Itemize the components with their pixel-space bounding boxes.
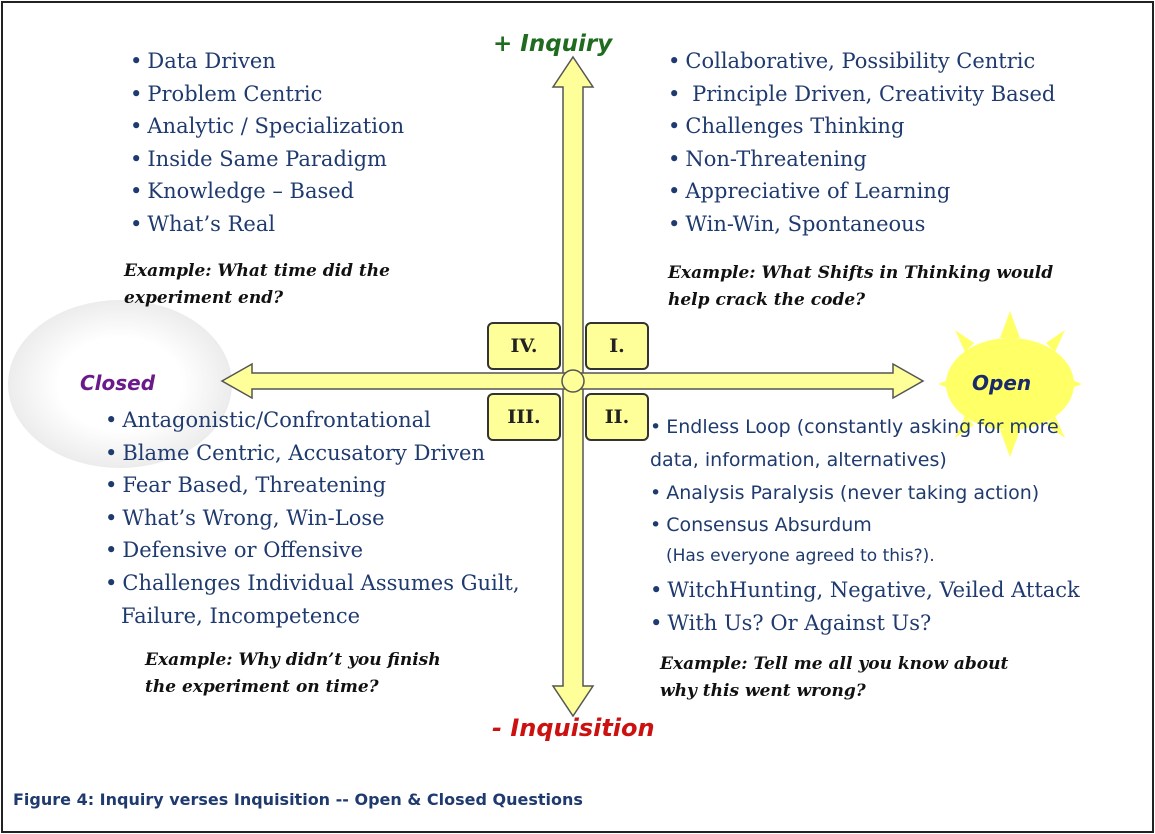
list-item: •Endless Loop (constantly asking for mor… [650, 416, 1059, 438]
quadrant-one-box: I. [585, 322, 649, 370]
list-item: •Fear Based, Threatening [105, 473, 387, 498]
open-label: Open [972, 371, 1032, 395]
list-item: •Problem Centric [130, 81, 323, 106]
bullet-icon: • [130, 179, 143, 204]
bullet-icon: • [668, 211, 681, 236]
open-sun-shape [946, 338, 1074, 430]
bullet-icon: • [650, 481, 662, 504]
bottom-left-example-line1: Example: Why didn’t you finish [145, 650, 441, 670]
top-left-example-line2: experiment end? [124, 288, 284, 308]
inquisition-open-list-extra: •WitchHunting, Negative, Veiled Attack •… [650, 574, 1080, 639]
inquisition-open-list: •Endless Loop (constantly asking for mor… [650, 411, 1059, 570]
list-item: •Consensus Absurdum [650, 514, 872, 537]
axis-center-circle [561, 369, 585, 393]
list-item: •What’s Real [130, 211, 276, 236]
bullet-icon: • [650, 416, 662, 438]
list-item: •Data Driven [130, 49, 276, 73]
list-item: •Challenges Individual Assumes Guilt, [105, 570, 520, 595]
bullet-icon: • [105, 408, 118, 432]
bullet-icon: • [668, 81, 681, 106]
bullet-icon: • [105, 473, 118, 498]
list-item: •Analytic / Specialization [130, 114, 405, 139]
list-item-continuation: Failure, Incompetence [121, 603, 361, 628]
bullet-icon: • [105, 505, 118, 530]
bullet-icon: • [130, 49, 143, 73]
top-right-example-line2: help crack the code? [668, 290, 866, 310]
inquisition-axis-title: - Inquisition [492, 714, 655, 742]
bullet-icon: • [130, 114, 143, 139]
bullet-icon: • [650, 514, 662, 537]
inquisition-closed-list: •Antagonistic/Confrontational •Blame Cen… [105, 404, 520, 632]
list-item: •Appreciative of Learning [668, 179, 951, 204]
bottom-right-example-line2: why this went wrong? [660, 681, 866, 701]
list-item: •Defensive or Offensive [105, 538, 364, 563]
bullet-icon: • [105, 570, 118, 595]
list-item-continuation: (Has everyone agreed to this?). [666, 546, 935, 567]
list-item: •What’s Wrong, Win-Lose [105, 505, 385, 530]
list-item: •Knowledge – Based [130, 179, 355, 204]
figure-caption: Figure 4: Inquiry verses Inquisition -- … [13, 790, 583, 809]
list-item: • Principle Driven, Creativity Based [668, 81, 1056, 106]
list-item: •With Us? Or Against Us? [650, 610, 932, 635]
list-item-continuation: data, information, alternatives) [650, 448, 947, 471]
inquiry-open-list: •Collaborative, Possibility Centric • Pr… [668, 45, 1055, 241]
list-item: •Win-Win, Spontaneous [668, 211, 926, 236]
bullet-icon: • [105, 440, 118, 465]
list-item: •Collaborative, Possibility Centric [668, 49, 1036, 73]
bullet-icon: • [130, 146, 143, 171]
inquiry-closed-list: •Data Driven •Problem Centric •Analytic … [130, 45, 404, 241]
bullet-icon: • [105, 538, 118, 563]
closed-cloud-shape [8, 300, 232, 468]
list-item: •WitchHunting, Negative, Veiled Attack [650, 578, 1080, 602]
bullet-icon: • [668, 146, 681, 171]
list-item: •Non-Threatening [668, 146, 867, 171]
closed-label: Closed [80, 371, 156, 395]
bullet-icon: • [668, 179, 681, 204]
list-item: •Blame Centric, Accusatory Driven [105, 440, 485, 465]
quadrant-four-box: IV. [487, 322, 561, 370]
bottom-right-example-line1: Example: Tell me all you know about [660, 654, 1009, 674]
bullet-icon: • [650, 610, 663, 635]
bullet-icon: • [130, 211, 143, 236]
list-item: •Inside Same Paradigm [130, 146, 387, 171]
inquiry-axis-title: + Inquiry [493, 31, 613, 57]
bottom-left-example-line2: the experiment on time? [145, 677, 379, 697]
list-item: •Analysis Paralysis (never taking action… [650, 481, 1040, 504]
bullet-icon: • [668, 49, 681, 73]
list-item: •Challenges Thinking [668, 114, 905, 139]
quadrant-two-box: II. [585, 393, 649, 441]
list-item: •Antagonistic/Confrontational [105, 408, 431, 432]
bullet-icon: • [668, 114, 681, 139]
bullet-icon: • [650, 578, 663, 602]
bullet-icon: • [130, 81, 143, 106]
top-right-example-line1: Example: What Shifts in Thinking would [668, 263, 1054, 283]
top-left-example-line1: Example: What time did the [124, 261, 390, 281]
quadrant-three-box: III. [487, 393, 561, 441]
